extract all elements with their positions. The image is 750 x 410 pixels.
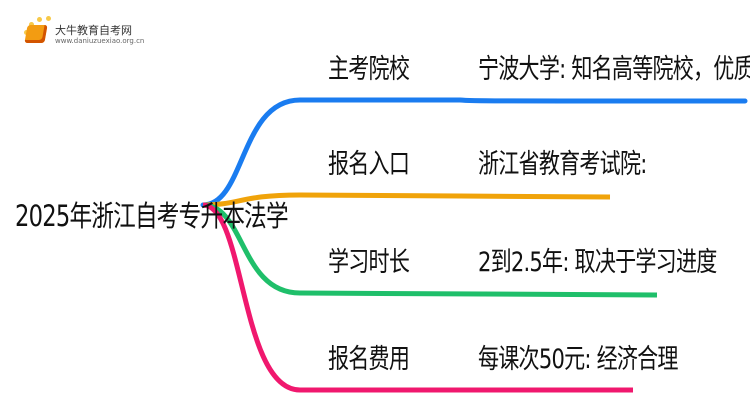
branch-line-4 (202, 202, 633, 393)
branch-value-2: 浙江省教育考试院: (478, 149, 647, 180)
branch-value-4: 每课次50元: 经济合理 (478, 344, 678, 375)
logo-title: 大牛教育自考网 (55, 24, 132, 37)
root-topic: 2025年浙江自考专升本法学 (15, 199, 289, 233)
branch-value-1: 宁波大学: 知名高等院校，优质法学教育 (478, 54, 750, 85)
branch-line-1 (200, 97, 748, 208)
branch-label-1: 主考院校 (328, 54, 410, 85)
branch-label-4: 报名费用 (328, 344, 410, 375)
branch-label-3: 学习时长 (328, 247, 410, 278)
branch-label-2: 报名入口 (328, 149, 410, 180)
branch-line-2 (202, 192, 611, 208)
branch-value-3: 2到2.5年: 取决于学习进度 (478, 247, 717, 278)
branch-line-3 (202, 202, 658, 298)
logo-url: www.daniuzuexiao.org.cn (55, 37, 145, 45)
